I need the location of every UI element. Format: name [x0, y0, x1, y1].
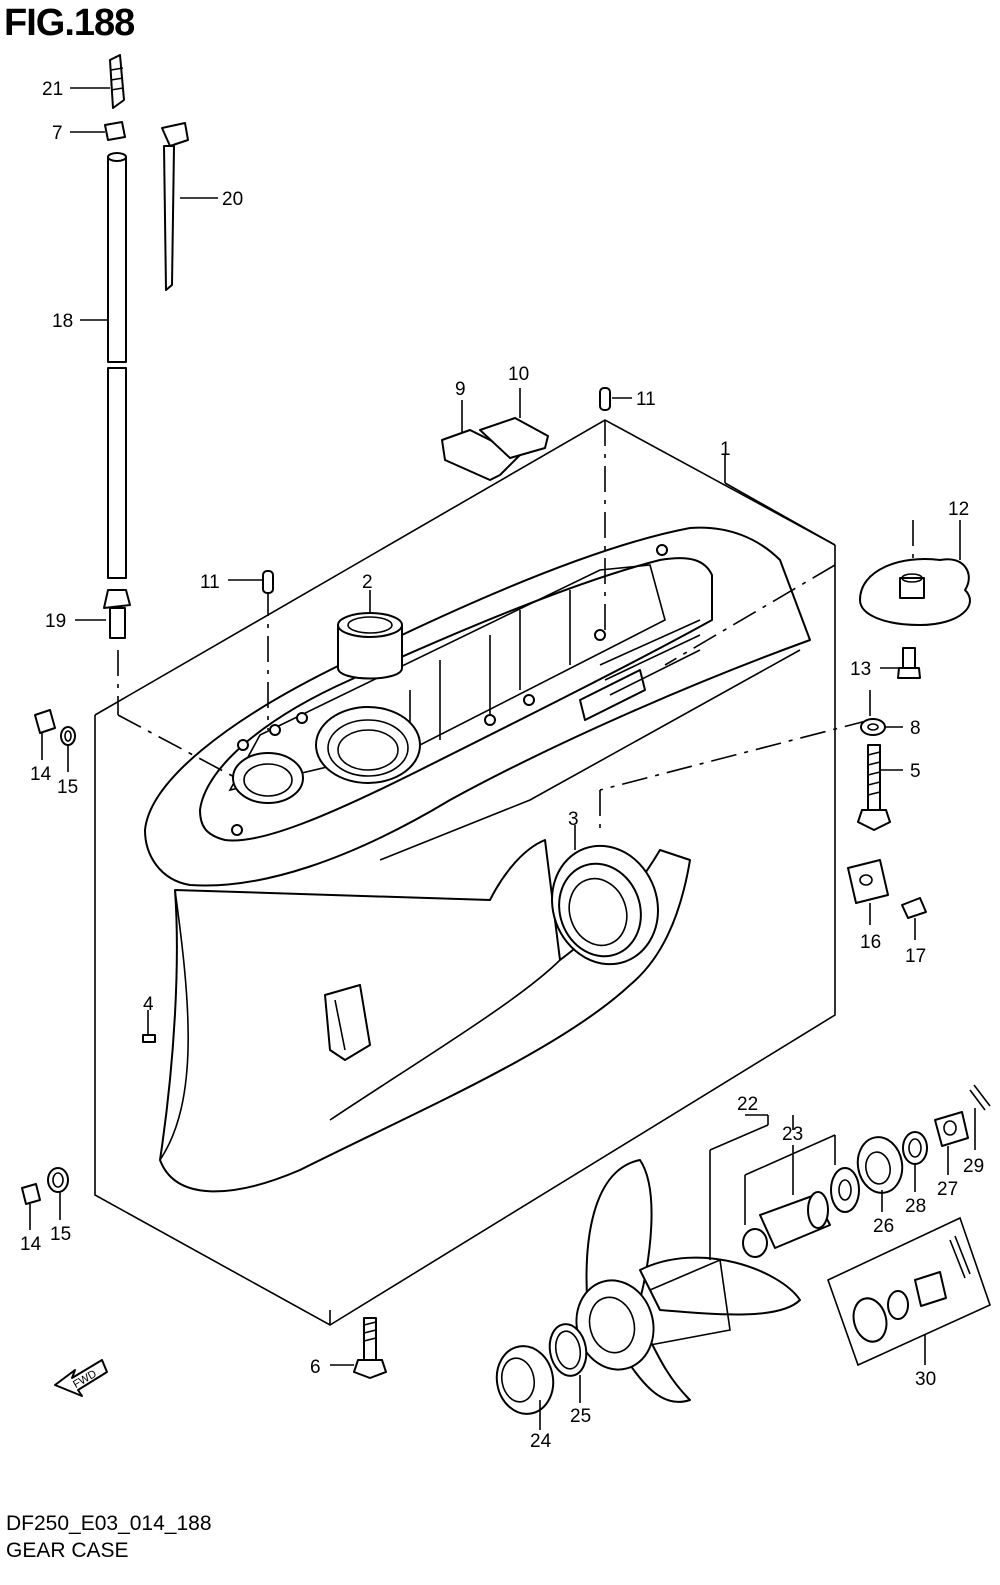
propeller-part [575, 1159, 801, 1403]
callout-15-upper: 15 [57, 777, 78, 798]
callout-5: 5 [910, 761, 921, 782]
callout-7: 7 [52, 123, 63, 144]
hardware-kit-box [827, 1216, 991, 1367]
spline-washer-nut-pin [856, 1084, 991, 1194]
callout-29: 29 [963, 1156, 984, 1177]
bolt-6-part [353, 1317, 387, 1379]
callout-22: 22 [737, 1094, 758, 1115]
thrust-washers-rear [495, 1323, 588, 1415]
callout-13: 13 [850, 659, 871, 680]
callout-4: 4 [143, 994, 154, 1015]
screw-17-part [901, 897, 927, 919]
forward-direction-marker: FWD [54, 1359, 108, 1397]
callout-11-upper: 11 [636, 389, 656, 410]
callout-19: 19 [45, 611, 66, 632]
callout-9: 9 [455, 379, 466, 400]
drawing-code: DF250_E03_014_188 [6, 1512, 212, 1535]
callout-11-lower: 11 [200, 572, 220, 593]
shim-plates [441, 388, 549, 481]
callout-18: 18 [52, 311, 73, 332]
callout-20: 20 [222, 189, 243, 210]
oil-seal-part [551, 825, 659, 966]
cable-tie-part [161, 122, 189, 291]
callout-27: 27 [937, 1179, 958, 1200]
callout-21: 21 [42, 79, 63, 100]
callout-14-lower: 14 [20, 1234, 42, 1255]
leader-lines [29, 87, 976, 1430]
callout-1: 1 [720, 439, 731, 460]
callout-labels: 1 2 3 4 5 6 7 8 9 10 11 11 12 13 14 14 1… [20, 79, 984, 1452]
plug-gasket-upper [34, 709, 76, 746]
assembly-lines [117, 420, 914, 830]
anode-part [859, 558, 971, 626]
gear-case-housing [144, 526, 811, 1193]
callout-8: 8 [910, 718, 921, 739]
callout-26: 26 [873, 1216, 894, 1237]
callout-14-upper: 14 [30, 764, 52, 785]
callout-3: 3 [568, 809, 579, 830]
callout-25: 25 [570, 1406, 591, 1427]
bolt-washer-part [857, 718, 891, 831]
bolt-13-part [897, 647, 921, 679]
figure-name: GEAR CASE [6, 1539, 129, 1562]
callout-23: 23 [782, 1124, 803, 1145]
pin-part [142, 1010, 156, 1043]
callout-30: 30 [915, 1369, 936, 1390]
figure-title: FIG.188 [4, 2, 135, 44]
callout-16: 16 [860, 932, 881, 953]
plug-gasket-lower [21, 1167, 69, 1205]
callout-24: 24 [530, 1431, 552, 1452]
callout-6: 6 [310, 1357, 321, 1378]
anode-block-part [847, 859, 889, 904]
callout-2: 2 [362, 572, 373, 593]
dowel-pins [262, 387, 611, 594]
callout-10: 10 [508, 364, 529, 385]
callout-17: 17 [905, 946, 926, 967]
callout-12: 12 [948, 499, 969, 520]
callout-15-lower: 15 [50, 1224, 71, 1245]
bushing-assembly [742, 1167, 860, 1258]
water-tube-assembly [103, 54, 131, 639]
callout-27-28: 28 [905, 1196, 926, 1217]
bearing-sleeve-part [337, 590, 403, 680]
